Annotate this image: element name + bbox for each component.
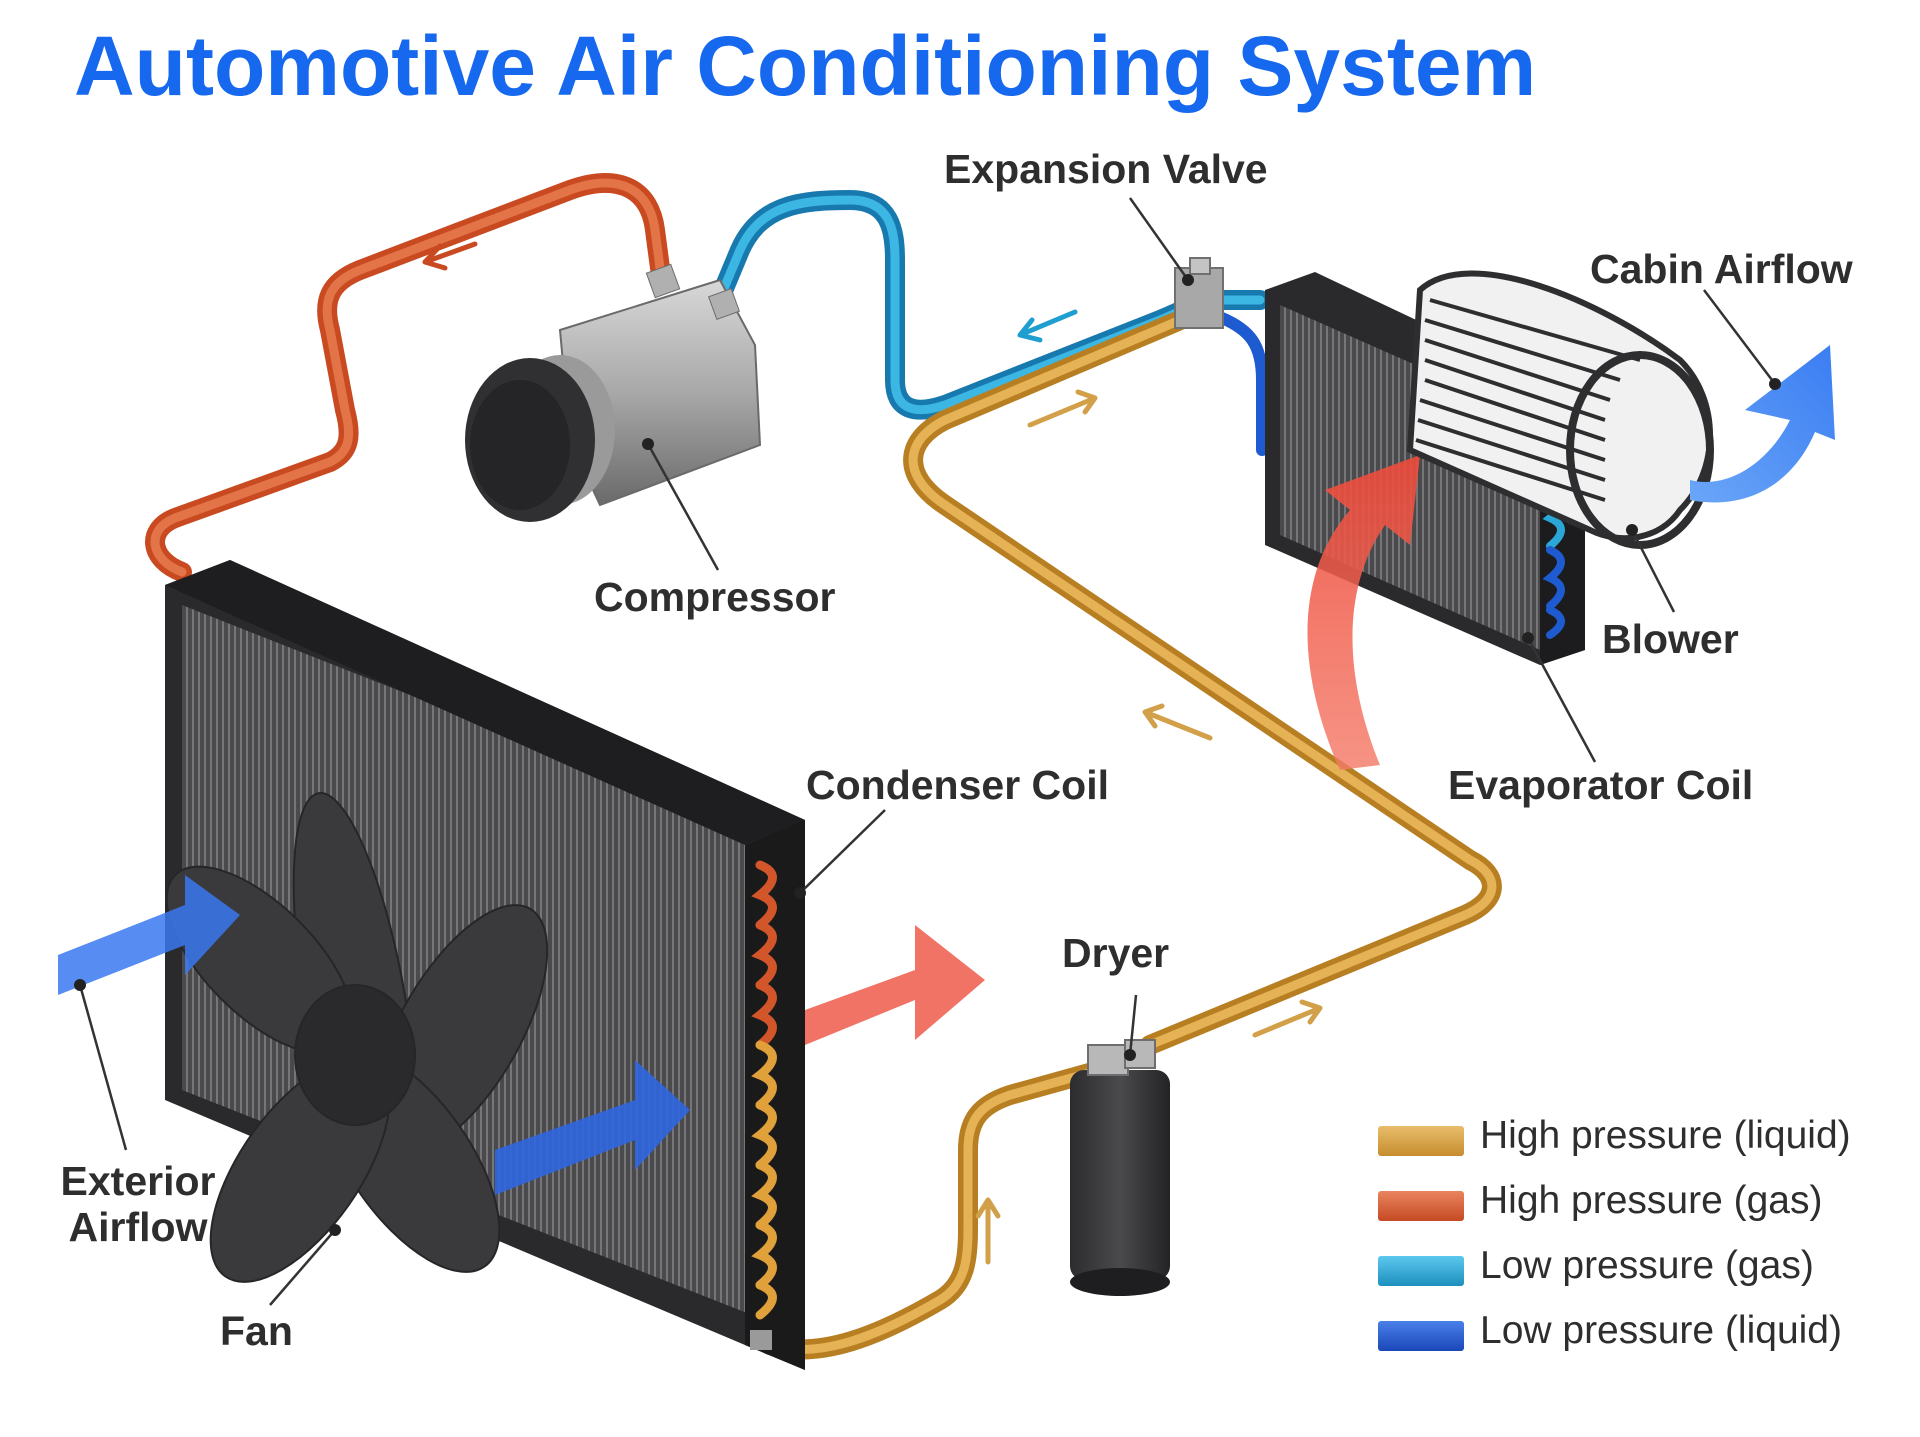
label-fan: Fan xyxy=(220,1308,293,1354)
dryer xyxy=(1070,1039,1170,1296)
label-dryer: Dryer xyxy=(1062,930,1170,976)
legend-item: Low pressure (liquid) xyxy=(1378,1303,1898,1368)
label-expansion-valve: Expansion Valve xyxy=(944,146,1268,192)
label-evaporator-coil: Evaporator Coil xyxy=(1448,762,1754,808)
label-exterior-airflow-line1: Exterior xyxy=(60,1158,216,1204)
leader-lines xyxy=(78,197,1776,1306)
legend-label: Low pressure (gas) xyxy=(1480,1244,1814,1287)
legend-swatch xyxy=(1378,1191,1464,1221)
exterior-airflow-arrow xyxy=(58,875,690,1195)
condenser-hot-air-arrow xyxy=(805,925,985,1045)
label-exterior-airflow-line2: Airflow xyxy=(68,1204,208,1250)
legend: High pressure (liquid) High pressure (ga… xyxy=(1378,1108,1898,1368)
legend-swatch xyxy=(1378,1126,1464,1156)
legend-label: High pressure (liquid) xyxy=(1480,1114,1851,1157)
legend-item: Low pressure (gas) xyxy=(1378,1238,1898,1303)
leader-dots xyxy=(74,274,1781,1236)
label-compressor: Compressor xyxy=(594,574,836,620)
condenser-coils xyxy=(751,860,777,1320)
label-condenser-coil: Condenser Coil xyxy=(806,762,1109,808)
label-blower: Blower xyxy=(1602,616,1739,662)
blower xyxy=(1406,270,1714,549)
cabin-airflow-arrow xyxy=(1690,345,1835,503)
page-title: Automotive Air Conditioning System xyxy=(74,19,1537,113)
legend-swatch xyxy=(1378,1321,1464,1351)
flow-arrows xyxy=(422,241,1323,1265)
legend-swatch xyxy=(1378,1256,1464,1286)
legend-label: High pressure (gas) xyxy=(1480,1179,1823,1222)
legend-item: High pressure (gas) xyxy=(1378,1173,1898,1238)
legend-label: Low pressure (liquid) xyxy=(1480,1309,1842,1352)
label-cabin-airflow: Cabin Airflow xyxy=(1590,246,1853,292)
expansion-valve xyxy=(1174,257,1224,329)
fan xyxy=(165,792,549,1283)
compressor xyxy=(465,263,762,522)
legend-item: High pressure (liquid) xyxy=(1378,1108,1898,1173)
evaporator-hot-air-arrow xyxy=(1307,455,1420,770)
label-exterior-airflow: Exterior Airflow xyxy=(50,1158,226,1250)
low-pressure-liquid-line xyxy=(1216,312,1268,456)
